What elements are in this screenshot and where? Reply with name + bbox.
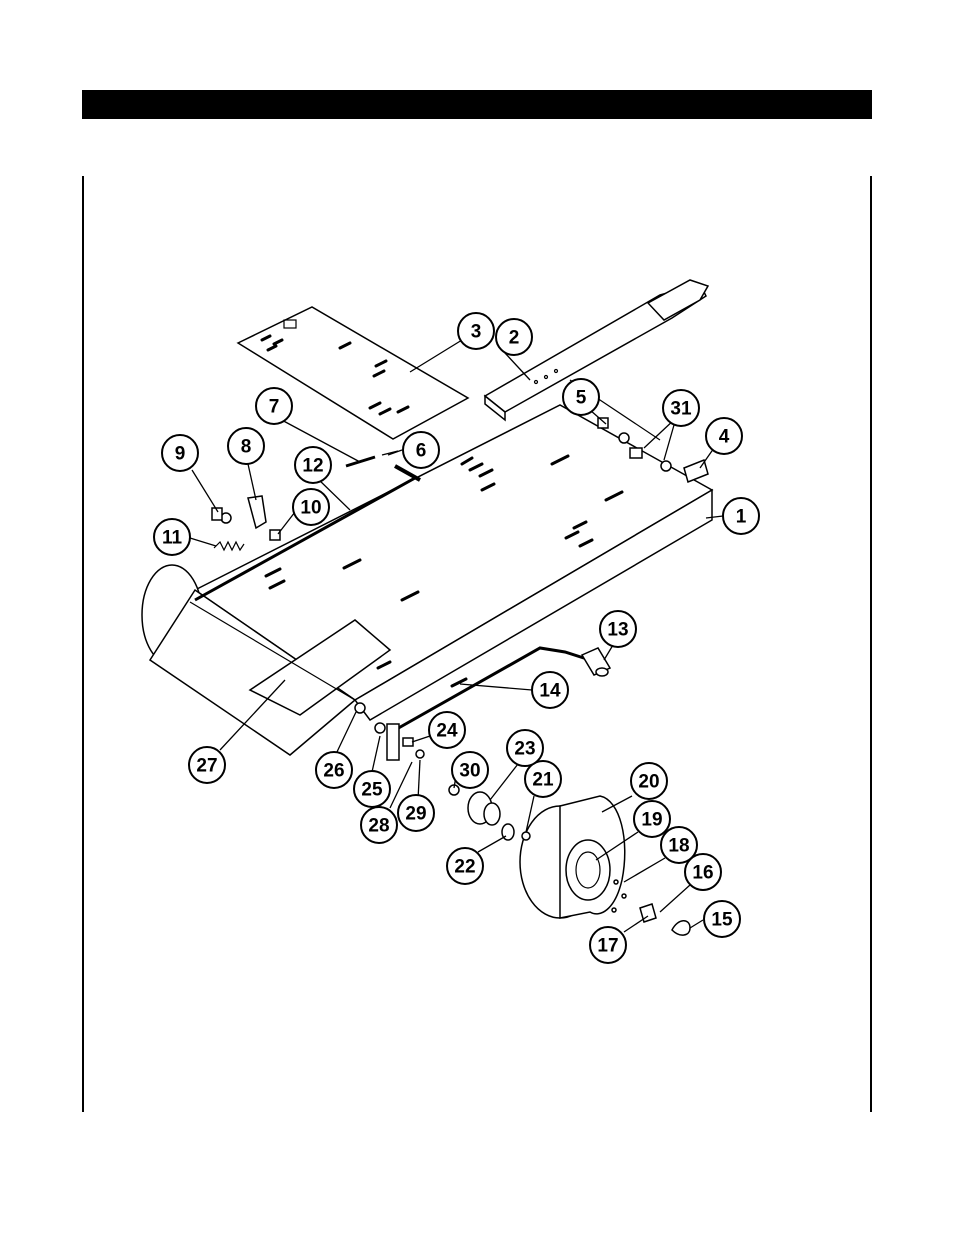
- callout-24: 24: [428, 711, 466, 749]
- callout-label: 9: [175, 444, 186, 465]
- callout-label: 10: [300, 498, 321, 519]
- part-plate: [236, 306, 470, 440]
- callout-label: 4: [719, 427, 730, 448]
- callout-label: 17: [597, 936, 618, 957]
- callout-26: 26: [315, 751, 353, 789]
- callout-label: 24: [436, 721, 458, 742]
- callout-1: 1: [722, 497, 760, 535]
- callout-21: 21: [524, 760, 562, 798]
- callout-31: 31: [662, 389, 700, 427]
- callout-4: 4: [705, 417, 743, 455]
- callout-label: 16: [692, 863, 713, 884]
- callout-20: 20: [630, 762, 668, 800]
- callout-label: 26: [323, 761, 344, 782]
- callout-14: 14: [531, 671, 569, 709]
- callout-label: 1: [736, 507, 747, 528]
- callout-label: 6: [416, 441, 427, 462]
- frame-left-rule: [82, 176, 84, 1112]
- callout-label: 12: [302, 456, 323, 477]
- part-handle-rod: [386, 646, 591, 761]
- callout-11: 11: [153, 518, 191, 556]
- callout-label: 23: [514, 739, 535, 760]
- callout-label: 19: [641, 810, 662, 831]
- callout-27: 27: [188, 746, 226, 784]
- callout-28: 28: [360, 806, 398, 844]
- callout-7: 7: [255, 387, 293, 425]
- callout-label: 3: [471, 322, 482, 343]
- callout-3: 3: [457, 312, 495, 350]
- callout-18: 18: [660, 826, 698, 864]
- part-small-hardware: [211, 379, 709, 936]
- callout-label: 5: [576, 388, 587, 409]
- callout-label: 11: [162, 528, 183, 549]
- callout-label: 20: [638, 772, 659, 793]
- part-wheel: [519, 795, 626, 919]
- callout-12: 12: [294, 446, 332, 484]
- callout-5: 5: [562, 378, 600, 416]
- callout-label: 15: [711, 910, 733, 931]
- part-sleeve: [580, 647, 612, 677]
- callout-25: 25: [353, 770, 391, 808]
- part-main-deck: [193, 404, 714, 721]
- part-rod: [194, 464, 421, 602]
- callout-label: 27: [196, 756, 217, 777]
- callout-29: 29: [397, 794, 435, 832]
- callout-label: 30: [459, 761, 480, 782]
- callout-label: 18: [668, 836, 689, 857]
- callout-label: 8: [241, 437, 252, 458]
- callout-label: 28: [368, 816, 389, 837]
- callout-2: 2: [495, 318, 533, 356]
- callout-label: 7: [269, 397, 280, 418]
- callout-16: 16: [684, 853, 722, 891]
- leader-lines: [189, 339, 724, 933]
- callout-label: 31: [670, 399, 692, 420]
- frame-right-rule: [870, 176, 872, 1112]
- part-hub: [467, 791, 501, 826]
- callout-19: 19: [633, 800, 671, 838]
- callout-15: 15: [703, 900, 741, 938]
- callout-8: 8: [227, 427, 265, 465]
- part-hitch-arm: [483, 279, 710, 422]
- callout-6: 6: [402, 431, 440, 469]
- callout-22: 22: [446, 847, 484, 885]
- callout-label: 29: [405, 804, 426, 825]
- callout-label: 2: [509, 328, 520, 349]
- callout-label: 22: [454, 857, 475, 878]
- part-roller-shroud: [141, 564, 392, 756]
- callout-13: 13: [599, 610, 637, 648]
- callout-label: 25: [361, 780, 383, 801]
- callout-9: 9: [161, 434, 199, 472]
- callout-23: 23: [506, 729, 544, 767]
- callout-label: 21: [532, 770, 554, 791]
- callout-17: 17: [589, 926, 627, 964]
- title-bar: [82, 90, 872, 119]
- callout-10: 10: [292, 488, 330, 526]
- callout-label: 13: [607, 620, 628, 641]
- callout-label: 14: [539, 681, 561, 702]
- callout-30: 30: [451, 751, 489, 789]
